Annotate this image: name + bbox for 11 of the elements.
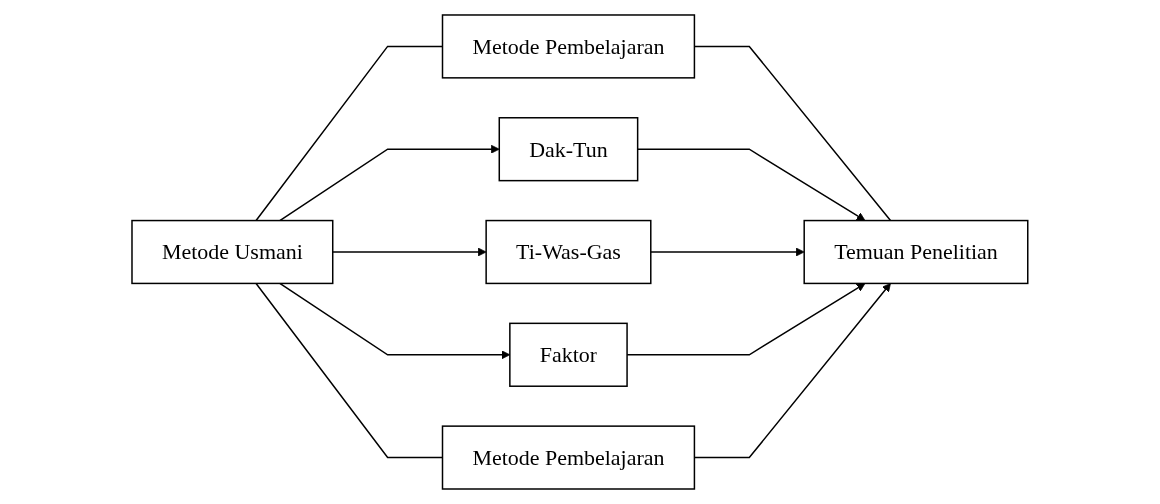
node-box: Dak-Tun <box>498 117 639 182</box>
node-box: Faktor <box>509 322 628 387</box>
arrow <box>279 144 500 222</box>
node-box: Metode Pembelajaran <box>441 14 696 79</box>
node-box: Ti-Was-Gas <box>485 219 652 285</box>
arrow <box>332 247 487 257</box>
node-box: Temuan Penelitian <box>803 219 1029 285</box>
arrow <box>637 148 866 221</box>
node-box: Metode Pembelajaran <box>441 425 696 490</box>
node-box: Metode Usmani <box>131 219 334 285</box>
arrow <box>650 247 805 257</box>
